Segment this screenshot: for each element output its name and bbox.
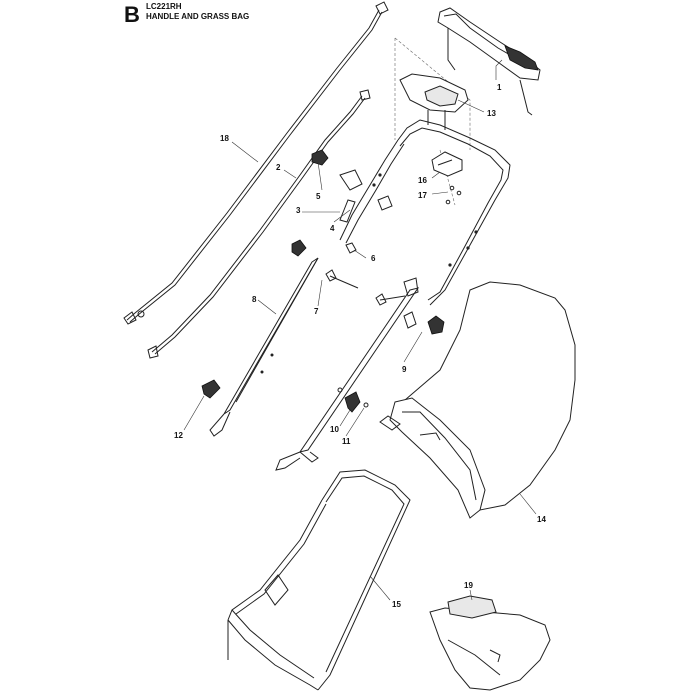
callout-12: 12 (174, 431, 183, 440)
leader-19 (469, 589, 473, 601)
part-8-lower-tube-left (209, 257, 319, 437)
leader-13 (457, 99, 485, 113)
part-17-screws (445, 185, 462, 205)
part-2-cable (147, 89, 371, 359)
guide-line (394, 37, 471, 150)
part-10-lever (337, 387, 361, 413)
part-5-bracket (311, 149, 393, 211)
leader-9 (403, 331, 423, 363)
callout-8: 8 (252, 295, 257, 304)
callout-7: 7 (314, 307, 319, 316)
part-7-bolt (325, 269, 359, 289)
leader-18 (231, 141, 259, 163)
callout-4: 4 (330, 224, 335, 233)
part-1-top-handle (437, 7, 541, 116)
guide-line (439, 149, 456, 206)
model-number: LC221RH (146, 2, 182, 11)
callout-10: 10 (330, 425, 339, 434)
leader-1 (495, 59, 503, 80)
leader-12 (183, 395, 205, 431)
callout-15: 15 (392, 600, 401, 609)
part-12-lever (201, 379, 221, 399)
callout-3: 3 (296, 206, 301, 215)
main-handle-frame (339, 119, 511, 306)
diagram-subtitle: HANDLE AND GRASS BAG (146, 12, 250, 21)
callout-17: 17 (418, 191, 427, 200)
callout-labels: 1 2 3 4 5 6 7 8 9 10 11 12 13 14 15 16 1… (174, 83, 546, 609)
leader-8 (257, 299, 277, 315)
part-15-bag-frame (227, 469, 411, 691)
callout-13: 13 (487, 109, 496, 118)
part-14-grass-bag (379, 281, 576, 519)
callout-14: 14 (537, 515, 546, 524)
diagram-header: LC221RH HANDLE AND GRASS BAG (146, 2, 249, 22)
leader-6 (353, 249, 367, 259)
leader-7 (317, 279, 323, 307)
leader-4 (333, 209, 351, 223)
leader-10 (339, 409, 351, 427)
section-letter: B (124, 2, 140, 27)
callout-18: 18 (220, 134, 229, 143)
leader-2 (283, 169, 297, 179)
part-18-cable (123, 1, 389, 325)
leader-17 (431, 191, 449, 195)
part-9-knob (427, 315, 445, 335)
part-3-link (339, 199, 356, 223)
callout-9: 9 (402, 365, 407, 374)
leader-lines (183, 59, 537, 601)
part-16-bracket (431, 151, 463, 177)
callout-11: 11 (342, 437, 351, 446)
lower-tube-right (275, 277, 420, 471)
callout-19: 19 (464, 581, 473, 590)
leader-16 (431, 171, 441, 179)
part-6-knob (291, 239, 357, 257)
leader-11 (345, 407, 365, 437)
part-19-deflector (429, 595, 551, 691)
callout-16: 16 (418, 176, 427, 185)
callout-6: 6 (371, 254, 376, 263)
leader-14 (519, 493, 537, 515)
part-11-screw (363, 402, 369, 408)
leader-5 (317, 161, 323, 191)
callout-2: 2 (276, 163, 281, 172)
leader-15 (369, 575, 391, 601)
callout-1: 1 (497, 83, 502, 92)
callout-5: 5 (316, 192, 321, 201)
part-13-control-box (399, 73, 469, 130)
